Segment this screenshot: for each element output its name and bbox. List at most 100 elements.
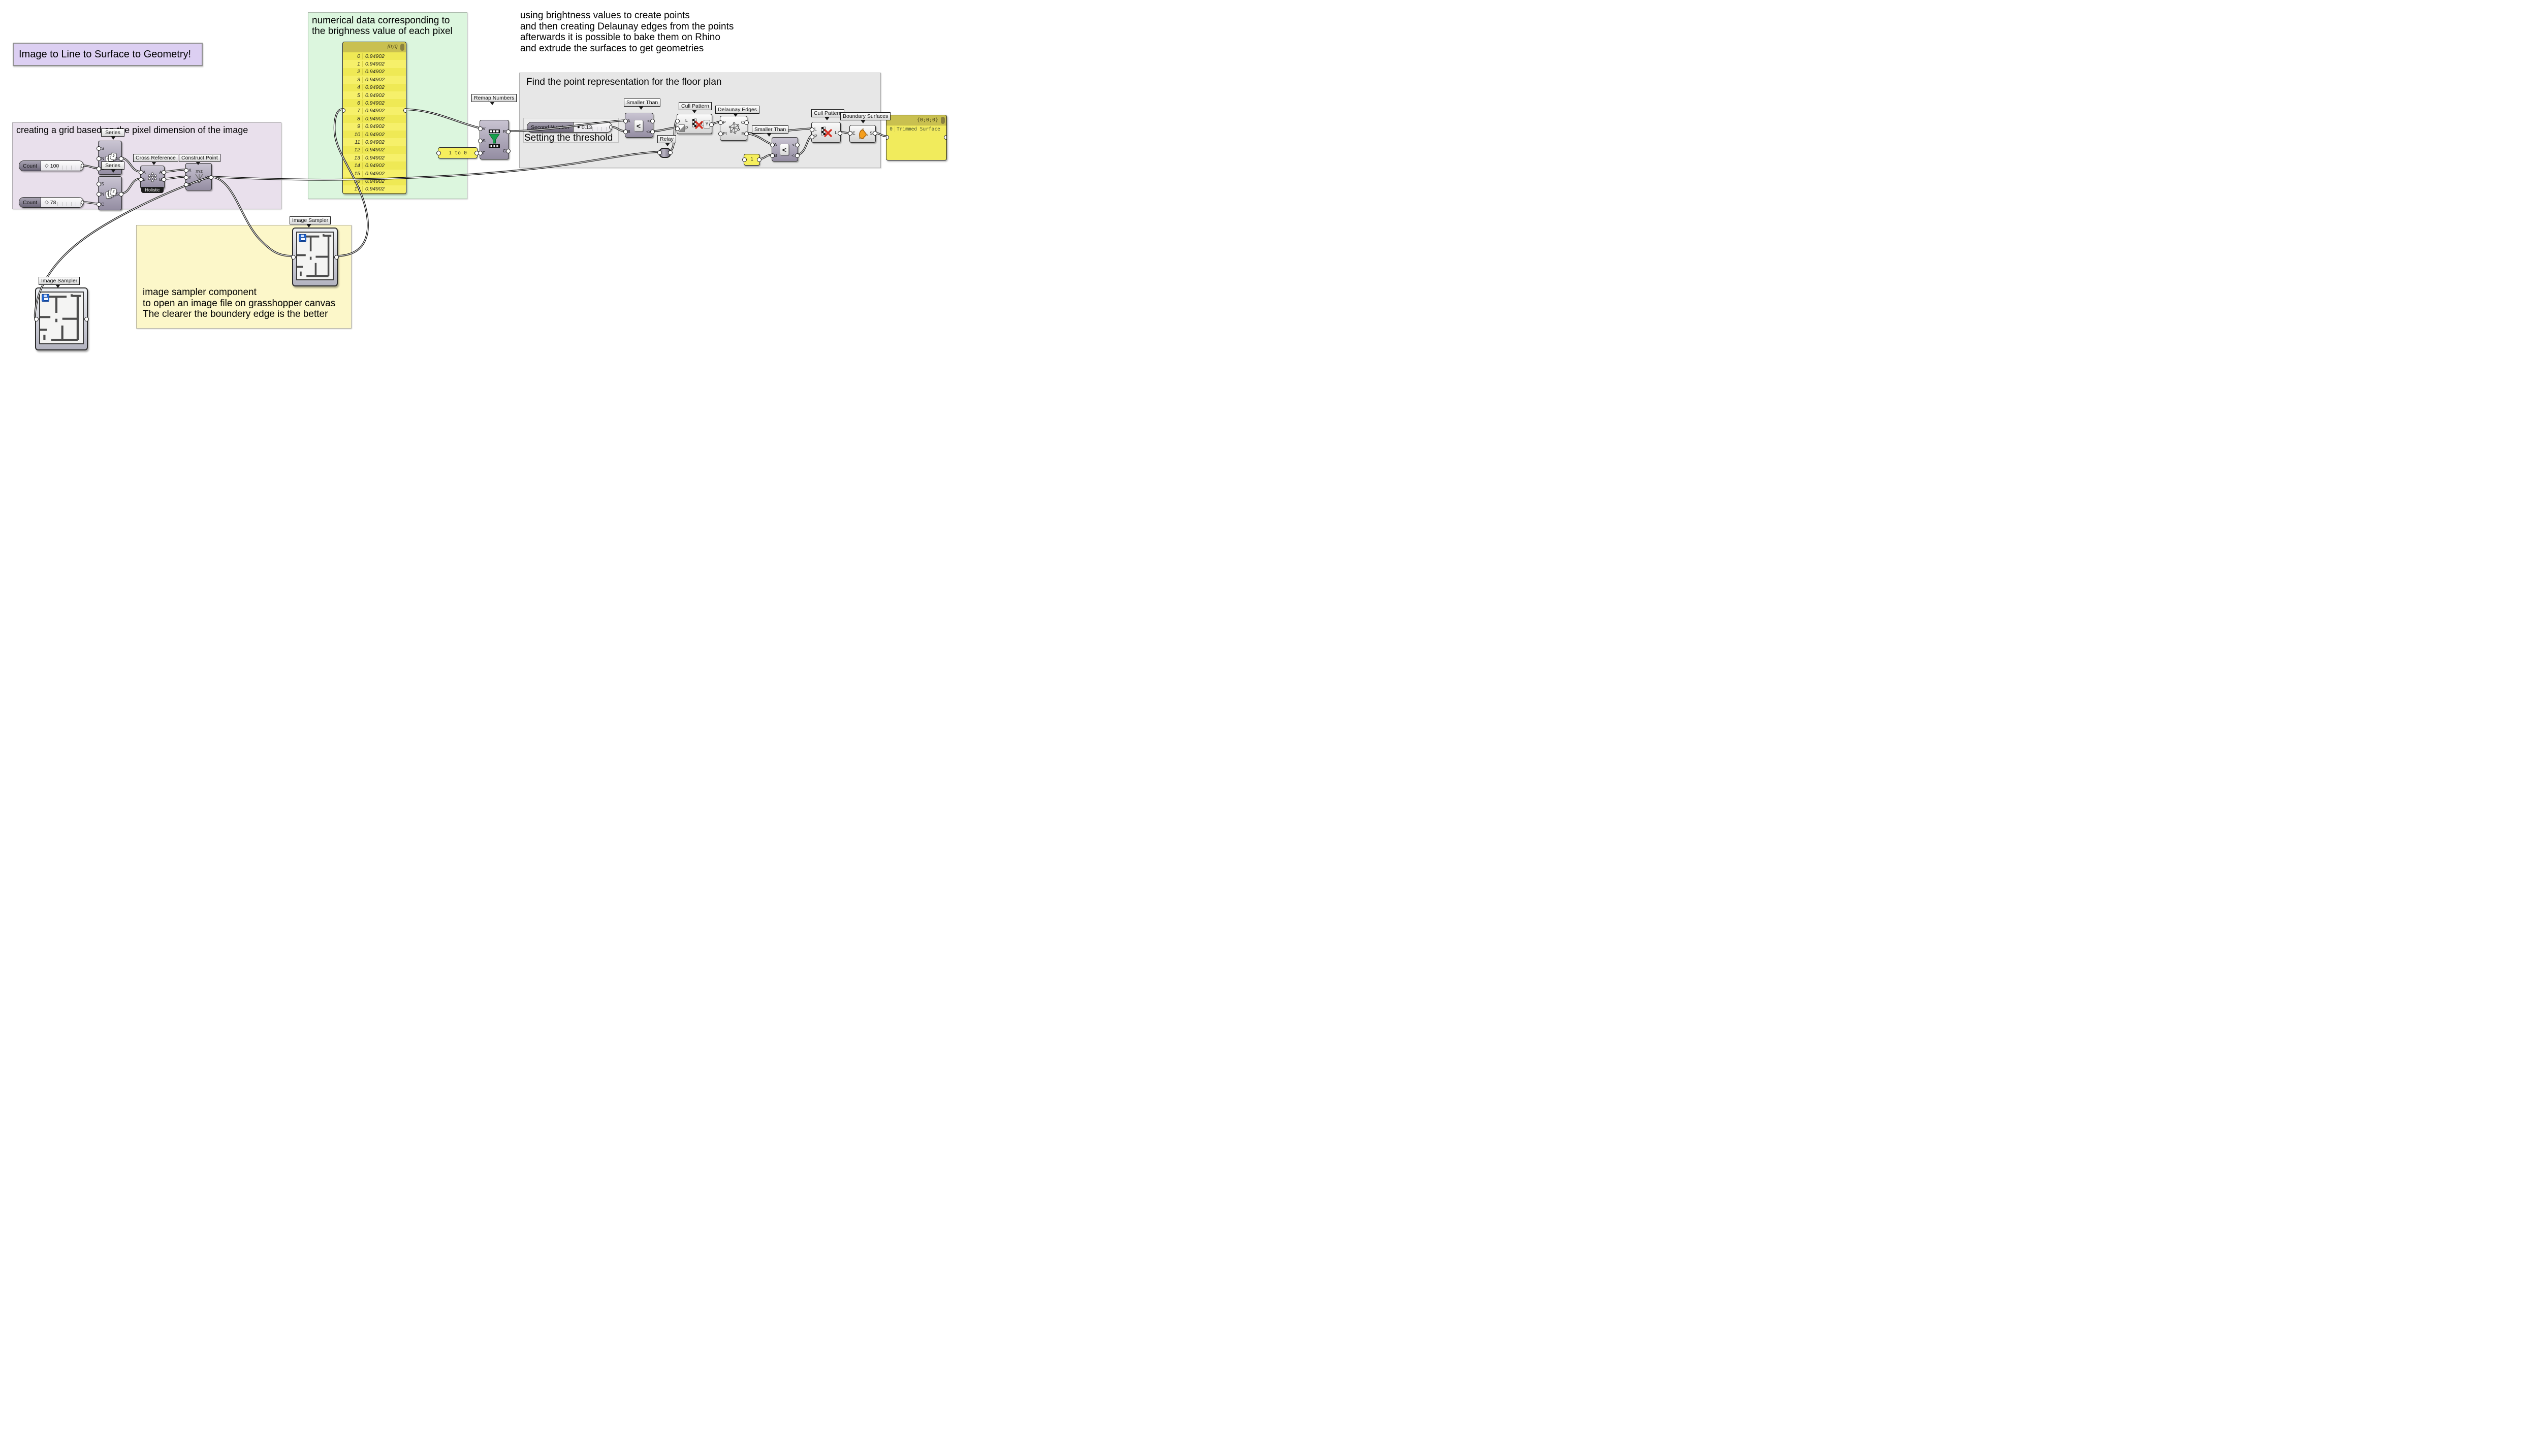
slider-track[interactable]: ◇ 78 [41,198,83,207]
input-port[interactable] [97,192,101,197]
input-port[interactable] [810,135,814,139]
input-port[interactable] [97,156,101,161]
input-port[interactable] [657,150,662,155]
series-2-component[interactable]: S N C S 0 1 2 [97,176,123,210]
grasshopper-canvas[interactable]: Image to Line to Surface to Geometry! cr… [0,0,959,364]
input-port[interactable] [184,182,188,187]
input-port[interactable] [139,170,143,175]
output-port[interactable] [744,120,749,125]
remap-numbers-component[interactable]: V S T R C [478,120,511,159]
cull-pattern-1-component[interactable]: L P L Y [675,114,714,134]
output-port[interactable] [650,119,655,123]
output-port[interactable] [403,108,406,113]
relay-node[interactable] [657,148,673,158]
delaunay-edges-component[interactable]: P Pl C E [718,116,749,141]
output-port[interactable] [209,175,213,180]
output-port[interactable] [795,153,800,158]
output-port[interactable] [84,317,89,321]
input-port[interactable] [623,119,628,123]
image-sampler-small-tooltip: Image Sampler [39,277,80,288]
smaller-than-icon: < [780,144,789,155]
slider-track[interactable]: ● 0.13 [573,122,612,132]
series-2-tooltip: Series [101,161,124,173]
output-port[interactable] [709,122,714,127]
smaller-than-1-component[interactable]: A B < <= < [623,113,655,138]
input-port[interactable] [675,119,680,123]
output-port[interactable] [838,131,842,136]
output-port[interactable] [119,192,123,197]
input-port[interactable] [436,151,441,155]
slider-output-port[interactable] [81,164,83,168]
second-number-slider[interactable]: Second Number ● 0.13 [527,122,612,133]
input-port[interactable] [810,127,814,132]
construct-point-component[interactable]: X Y Z Pt XYZ [184,163,213,190]
cull-pattern-2-component[interactable]: L P L [810,122,842,143]
output-port[interactable] [506,149,511,153]
input-port[interactable] [848,131,852,136]
panel-collapse-nub[interactable] [400,44,404,51]
image-sampler-main-component[interactable] [291,228,339,286]
input-port[interactable] [97,202,101,207]
input-port[interactable] [139,177,143,182]
output-port[interactable] [162,177,166,182]
input-port[interactable] [675,126,680,131]
slider-grip-icon[interactable]: ◇ [45,163,49,169]
port-label: P [814,134,817,139]
simplify-icon[interactable]: Y [704,120,710,128]
cross-reference-component[interactable]: A B A B Holistic [139,166,166,193]
count-100-slider[interactable]: Count ◇ 100 [19,160,84,171]
slider-ticks [588,126,610,132]
input-port[interactable] [34,317,39,321]
trimmed-surface-panel[interactable]: {0;0;0} 0 Trimmed Surface [886,115,947,160]
slider-track[interactable]: ◇ 100 [41,161,83,171]
panel-collapse-nub[interactable] [941,117,945,124]
output-port[interactable] [873,131,877,136]
one-to-zero-panel[interactable]: 1 to 0 [436,147,479,158]
port-label: A [774,142,777,147]
output-port[interactable] [795,143,800,147]
input-port[interactable] [184,168,188,173]
port-label: <= [646,129,651,134]
output-port[interactable] [474,151,479,155]
image-sampler-small-component[interactable] [34,287,89,350]
input-port[interactable] [623,130,628,134]
input-port[interactable] [770,143,775,147]
input-port[interactable] [291,255,296,260]
boundary-surfaces-component[interactable]: E S [848,125,877,143]
input-port[interactable] [97,182,101,186]
input-port[interactable] [184,175,188,180]
cull-pattern-1-tooltip: Cull Pattern [679,102,712,113]
input-port[interactable] [97,167,101,171]
one-panel[interactable]: 1 [742,154,761,166]
output-port[interactable] [757,157,761,162]
input-port[interactable] [718,132,723,136]
canvas-title-panel[interactable]: Image to Line to Surface to Geometry! [13,43,203,66]
input-port[interactable] [742,157,747,162]
cross-reference-mode-tag[interactable]: Holistic [141,187,164,193]
row-index: 0 [886,126,895,133]
output-port[interactable] [944,135,946,140]
input-port[interactable] [97,146,101,151]
output-port[interactable] [119,156,123,161]
output-port[interactable] [668,150,673,155]
output-port[interactable] [650,130,655,134]
input-port[interactable] [718,120,723,125]
slider-output-port[interactable] [81,200,83,205]
port-label: Pl [723,131,727,136]
cull-pattern-icon [821,126,832,137]
input-port[interactable] [478,126,483,131]
slider-grip-icon[interactable]: ◇ [45,200,49,205]
smaller-than-2-component[interactable]: A B < <= < [770,137,800,161]
slider-grip-icon[interactable]: ● [577,124,580,130]
canvas-title-text: Image to Line to Surface to Geometry! [19,48,192,60]
output-port[interactable] [506,130,511,134]
input-port[interactable] [770,153,775,158]
output-port[interactable] [162,170,166,175]
output-port[interactable] [744,132,749,136]
input-port[interactable] [478,139,483,143]
count-78-slider[interactable]: Count ◇ 78 [19,197,84,208]
slider-output-port[interactable] [609,125,612,130]
output-port[interactable] [334,255,339,260]
input-port[interactable] [886,135,889,140]
